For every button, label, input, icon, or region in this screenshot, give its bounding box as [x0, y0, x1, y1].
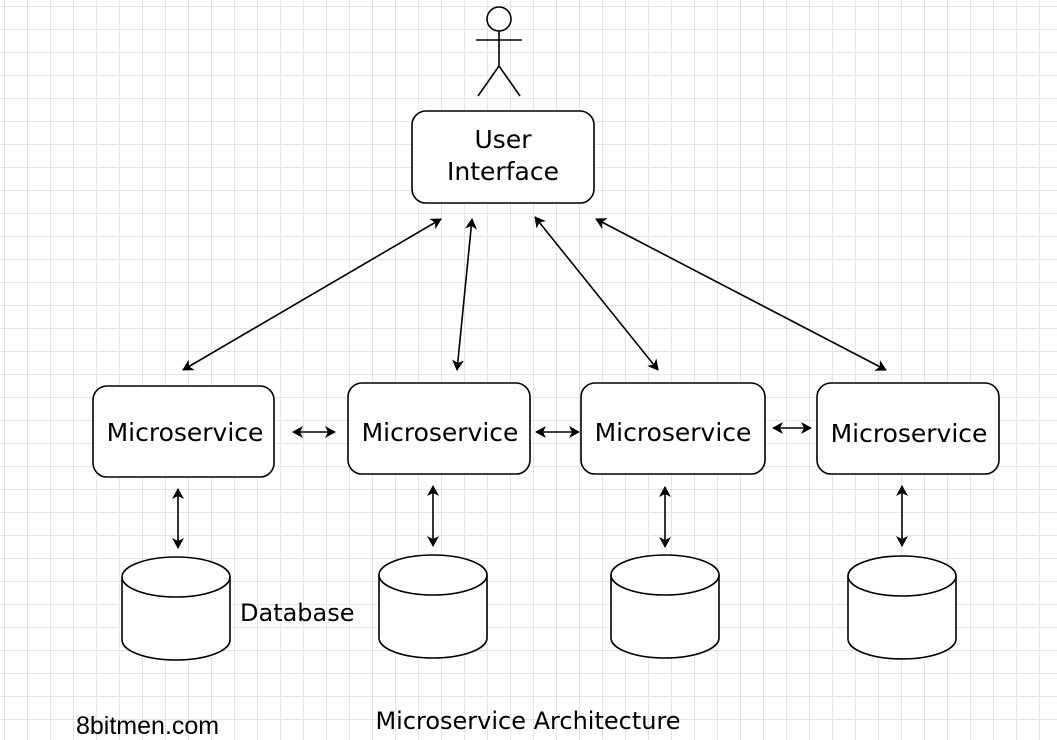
ui-to-ms1-arrow — [182, 218, 442, 371]
ui-to-ms3-arrow — [534, 216, 659, 371]
user-interface-label-line2: Interface — [447, 157, 559, 186]
microservice-2-label: Microservice — [362, 418, 519, 447]
database-4-icon — [847, 555, 957, 660]
microservice-node-3: Microservice — [580, 382, 766, 475]
database-1-icon — [121, 556, 231, 661]
ui-to-ms2-arrow — [452, 218, 477, 371]
watermark-text: 8bitmen.com — [76, 712, 219, 740]
user-interface-node: User Interface — [411, 110, 595, 204]
microservice-node-1: Microservice — [92, 385, 275, 478]
database-3-icon — [610, 554, 720, 659]
diagram-title: Microservice Architecture — [375, 707, 680, 735]
database-2-icon — [378, 554, 488, 659]
microservice-1-label: Microservice — [107, 418, 264, 447]
microservice-node-2: Microservice — [347, 382, 531, 475]
database-label: Database — [240, 599, 355, 627]
user-interface-label-line1: User — [475, 125, 533, 154]
ui-to-ms4-arrow — [595, 218, 887, 371]
microservice-3-label: Microservice — [595, 418, 752, 447]
microservice-4-label: Microservice — [831, 419, 988, 448]
user-actor-icon — [476, 6, 522, 97]
microservice-node-4: Microservice — [816, 382, 1000, 475]
